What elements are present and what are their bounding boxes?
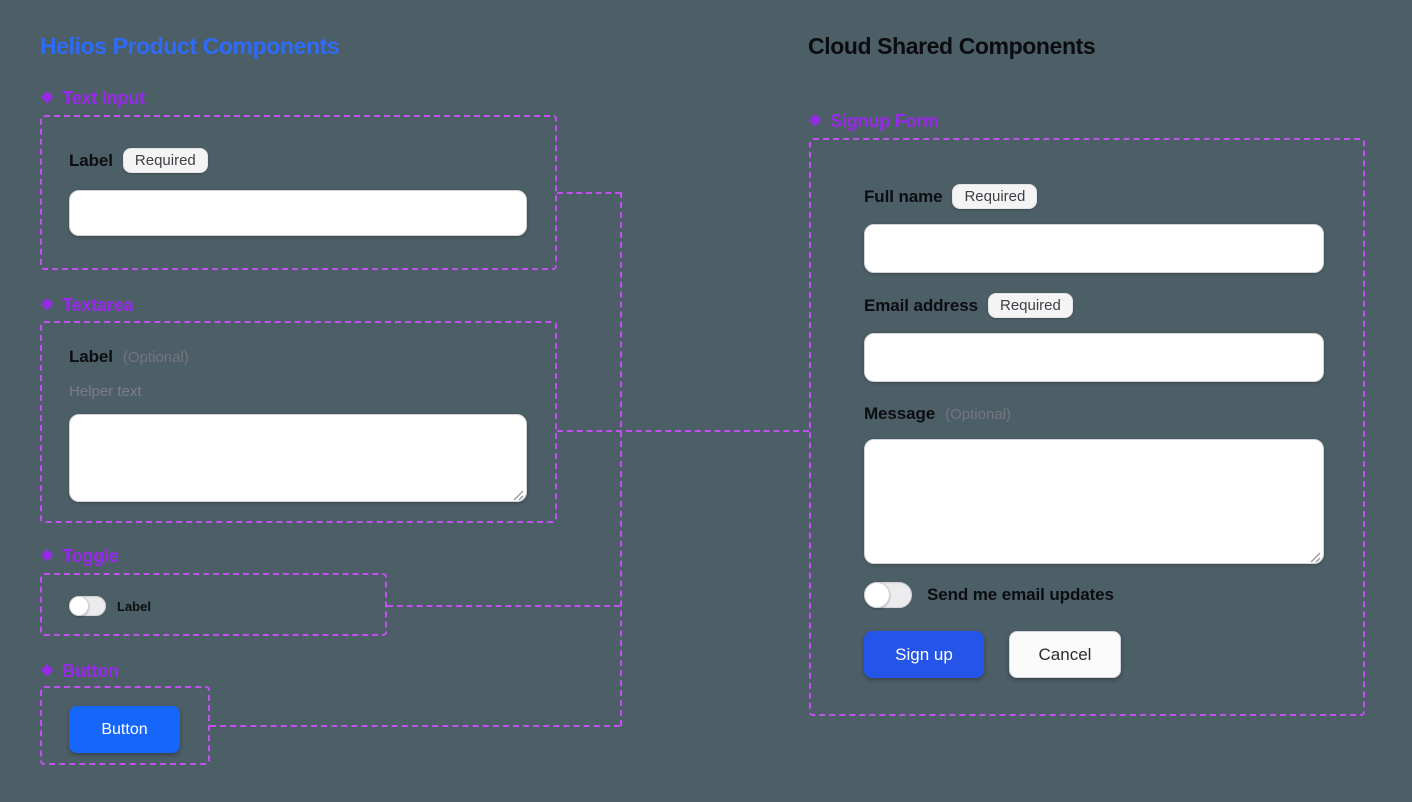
toggle-row: Label — [69, 596, 151, 616]
section-label-text-input: Text Input — [62, 88, 145, 108]
message-label: Message — [864, 404, 936, 423]
component-outline-textarea: Label (Optional) Helper text — [40, 321, 557, 523]
section-header-signup-form: ❖ Signup Form — [808, 111, 939, 132]
toggle-label: Label — [117, 598, 151, 614]
toggle-knob — [69, 596, 89, 616]
connector-textarea-to-form — [557, 430, 809, 432]
toggle-switch[interactable] — [69, 596, 106, 616]
component-diamond-icon: ❖ — [40, 89, 55, 107]
textarea-label-row: Label (Optional) — [69, 347, 189, 367]
email-label: Email address — [864, 295, 978, 315]
helios-title: Helios Product Components — [40, 33, 340, 59]
connector-text-input — [557, 192, 621, 194]
component-outline-button: Button — [40, 686, 210, 765]
component-diamond-icon: ❖ — [808, 112, 823, 130]
text-input-label: Label — [69, 150, 113, 170]
sample-button[interactable]: Button — [69, 706, 180, 753]
section-header-toggle: ❖ Toggle — [40, 546, 119, 567]
optional-hint: (Optional) — [122, 348, 189, 366]
textarea-field[interactable] — [69, 414, 527, 502]
textarea-helper-text: Helper text — [69, 383, 142, 400]
email-updates-toggle-switch[interactable] — [864, 582, 912, 608]
email-label-row: Email address Required — [864, 293, 1073, 318]
required-badge: Required — [952, 184, 1038, 209]
component-outline-signup-form: Full name Required Email address Require… — [809, 138, 1365, 716]
cancel-button[interactable]: Cancel — [1009, 631, 1121, 678]
section-header-button: ❖ Button — [40, 661, 119, 682]
connector-toggle — [387, 605, 620, 607]
email-field[interactable] — [864, 333, 1324, 382]
updates-toggle-row: Send me email updates — [864, 582, 1114, 608]
optional-hint: (Optional) — [945, 405, 1011, 423]
message-label-row: Message (Optional) — [864, 404, 1011, 424]
full-name-label: Full name — [864, 186, 943, 206]
email-updates-toggle-label: Send me email updates — [927, 585, 1114, 604]
section-header-text-input: ❖ Text Input — [40, 88, 145, 109]
component-outline-text-input: Label Required — [40, 115, 557, 270]
section-label-textarea: Textarea — [62, 295, 134, 315]
text-input-label-row: Label Required — [69, 148, 208, 173]
message-field[interactable] — [864, 439, 1324, 564]
connector-button — [210, 725, 620, 727]
section-label-button: Button — [62, 661, 119, 681]
full-name-label-row: Full name Required — [864, 184, 1038, 209]
component-diamond-icon: ❖ — [40, 296, 55, 314]
component-outline-toggle: Label — [40, 573, 387, 636]
sign-up-button[interactable]: Sign up — [864, 631, 984, 678]
required-badge: Required — [987, 293, 1073, 318]
section-label-toggle: Toggle — [62, 546, 119, 566]
connector-trunk — [620, 192, 622, 726]
section-label-signup-form: Signup Form — [830, 111, 939, 131]
toggle-knob — [864, 582, 890, 608]
full-name-field[interactable] — [864, 224, 1324, 273]
textarea-label: Label — [69, 347, 113, 366]
cloud-title: Cloud Shared Components — [808, 33, 1096, 59]
required-badge: Required — [122, 148, 208, 173]
component-diamond-icon: ❖ — [40, 547, 55, 565]
text-input-field[interactable] — [69, 190, 527, 236]
section-header-textarea: ❖ Textarea — [40, 295, 133, 316]
component-diamond-icon: ❖ — [40, 662, 55, 680]
